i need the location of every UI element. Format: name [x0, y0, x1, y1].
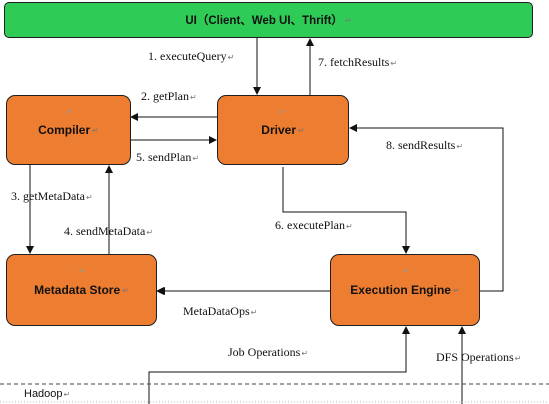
engine-box: ↵ Execution Engine ↵ — [330, 254, 480, 326]
edge-job-operations — [148, 326, 410, 404]
return-mark-icon: ↵ — [250, 308, 258, 317]
return-mark-icon: ↵ — [146, 228, 154, 237]
label-send-meta-data: 4. sendMetaData↵ — [64, 224, 154, 238]
edge-execute-plan — [282, 167, 410, 254]
return-mark-icon: ↵ — [280, 108, 286, 116]
label-execute-query: 1. executeQuery↵ — [148, 49, 235, 63]
label-send-results: 8. sendResults↵ — [386, 138, 464, 152]
return-mark-icon: ↵ — [85, 193, 93, 202]
return-mark-icon: ↵ — [63, 390, 71, 399]
label-fetch-results: 7. fetchResults↵ — [318, 55, 398, 69]
return-mark-icon: ↵ — [403, 267, 409, 275]
return-mark-icon: ↵ — [452, 285, 460, 295]
ui-label: UI（Client、Web UI、Thrift） — [185, 15, 343, 27]
label-dfs-operations: DFS Operations↵ — [436, 350, 522, 364]
return-mark-icon: ↵ — [67, 108, 73, 116]
label-execute-plan: 6. executePlan↵ — [275, 218, 353, 232]
return-mark-icon: ↵ — [122, 285, 129, 295]
return-mark-icon: ↵ — [390, 59, 398, 68]
compiler-label: Compiler — [38, 123, 91, 137]
return-mark-icon: ↵ — [297, 125, 305, 135]
label-job-operations: Job Operations↵ — [228, 345, 309, 359]
return-mark-icon: ↵ — [345, 222, 353, 231]
return-mark-icon: ↵ — [344, 15, 352, 25]
return-mark-icon: ↵ — [192, 154, 200, 163]
compiler-box: ↵ Compiler ↵ — [6, 95, 131, 165]
metastore-box: ↵ Metadata Store ↵ — [6, 254, 157, 326]
return-mark-icon: ↵ — [456, 142, 464, 151]
return-mark-icon: ↵ — [79, 267, 85, 275]
driver-box: ↵ Driver ↵ — [217, 95, 349, 165]
engine-label: Execution Engine — [350, 283, 451, 297]
ui-box: UI（Client、Web UI、Thrift） ↵ — [4, 2, 533, 38]
label-send-plan: 5. sendPlan↵ — [136, 150, 200, 164]
driver-label: Driver — [261, 123, 296, 137]
return-mark-icon: ↵ — [301, 349, 309, 358]
return-mark-icon: ↵ — [92, 125, 99, 135]
label-get-plan: 2. getPlan↵ — [141, 89, 197, 103]
return-mark-icon: ↵ — [227, 53, 235, 62]
edge-send-results — [349, 124, 504, 292]
metastore-label: Metadata Store — [34, 283, 121, 297]
label-meta-data-ops: MetaDataOps↵ — [183, 304, 258, 318]
return-mark-icon: ↵ — [190, 93, 197, 102]
return-mark-icon: ↵ — [514, 354, 522, 363]
label-get-meta-data: 3. getMetaData↵ — [11, 189, 93, 203]
hadoop-label: Hadoop↵ — [24, 388, 71, 400]
